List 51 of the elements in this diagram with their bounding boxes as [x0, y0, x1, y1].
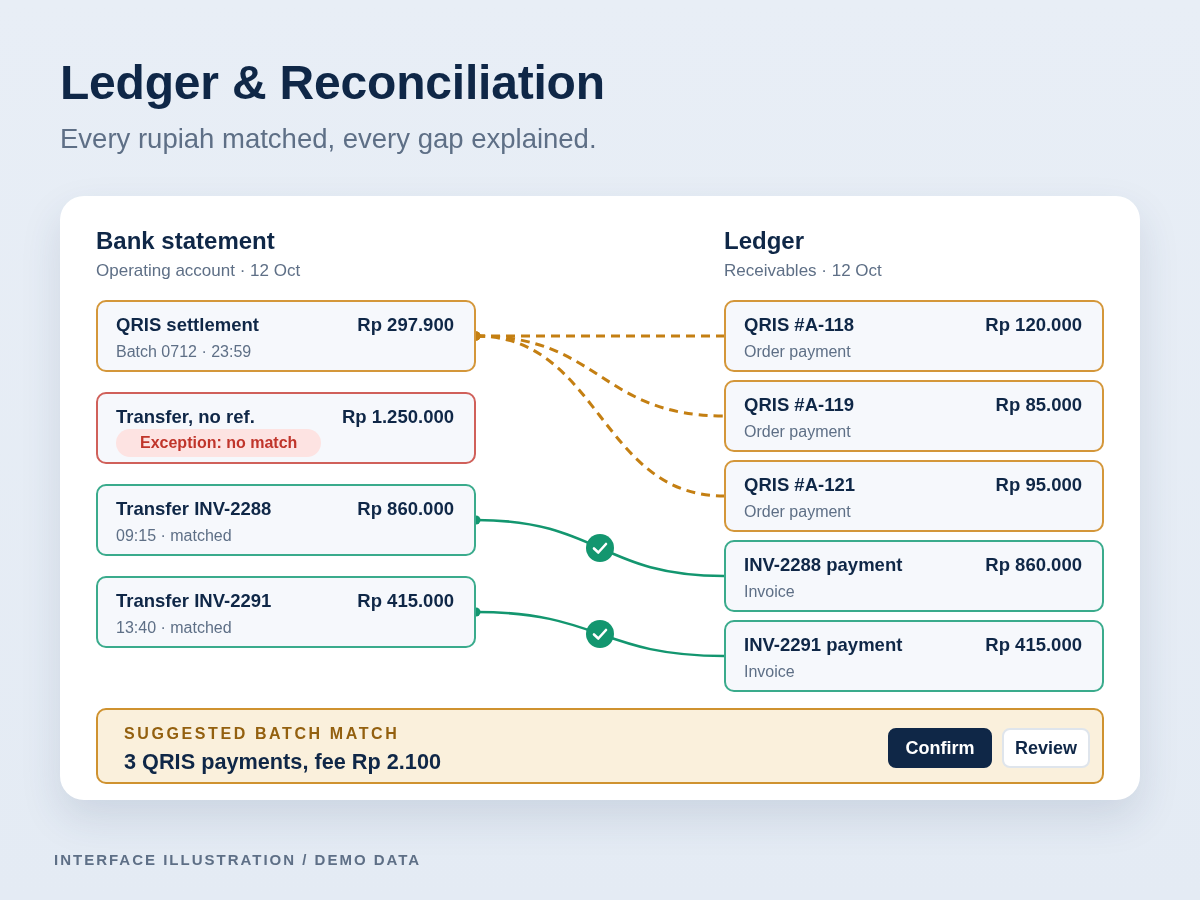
amount-text: Rp 860.000 [985, 554, 1082, 576]
card-title: QRIS #A-118 [744, 314, 855, 336]
transaction-card [724, 540, 1104, 612]
page-subtitle: Every rupiah matched, every gap explained. [60, 122, 597, 156]
dashed-connector [475, 331, 725, 498]
amount-text: Rp 415.000 [985, 634, 1082, 656]
card-title: QRIS #A-119 [744, 394, 855, 416]
card-title: Transfer, no ref. [116, 406, 255, 428]
column-subheading: Operating account · 12 Oct [96, 260, 301, 281]
review-button: Review [1002, 728, 1090, 768]
card-subtext: Order payment [744, 502, 851, 522]
card-title: INV-2288 payment [744, 554, 903, 576]
card-subtext: Invoice [744, 582, 795, 602]
confirm-button: Confirm [888, 728, 992, 768]
amount-text: Rp 860.000 [357, 498, 454, 520]
section-eyebrow: SUGGESTED BATCH MATCH [124, 724, 400, 744]
card-title: QRIS settlement [116, 314, 259, 336]
column-heading: Bank statement [96, 226, 275, 256]
card-title: INV-2291 payment [744, 634, 903, 656]
card-title: Transfer INV-2288 [116, 498, 272, 520]
amount-text: Rp 297.900 [357, 314, 454, 336]
transaction-card [724, 380, 1104, 452]
column-heading: Ledger [724, 226, 804, 256]
suggestion-panel [96, 708, 1104, 784]
transaction-card [96, 576, 476, 648]
transaction-card [724, 460, 1104, 532]
amount-text: Rp 415.000 [357, 590, 454, 612]
transaction-card [96, 484, 476, 556]
transaction-card [724, 620, 1104, 692]
exception-card [96, 392, 476, 464]
page-title: Ledger & Reconciliation [60, 55, 605, 111]
amount-text: Rp 1.250.000 [341, 406, 454, 428]
suggestion-text: 3 QRIS payments, fee Rp 2.100 [124, 749, 441, 775]
card-subtext: 09:15 · matched [116, 526, 232, 546]
card-subtext: Invoice [744, 662, 795, 682]
exception-badge: Exception: no match [116, 429, 322, 457]
amount-text: Rp 95.000 [995, 474, 1082, 496]
transaction-card [96, 300, 476, 372]
card-subtext: Order payment [744, 342, 851, 362]
card-subtext: Batch 0712 · 23:59 [116, 342, 252, 362]
column-subheading: Receivables · 12 Oct [724, 260, 882, 281]
card-title: QRIS #A-121 [744, 474, 856, 496]
footer-note: INTERFACE ILLUSTRATION / DEMO DATA [54, 851, 422, 869]
card-subtext: 13:40 · matched [116, 618, 232, 638]
amount-text: Rp 85.000 [995, 394, 1082, 416]
connector-line [475, 515, 725, 578]
amount-text: Rp 120.000 [985, 314, 1082, 336]
card-title: Transfer INV-2291 [116, 590, 272, 612]
connector-line [475, 607, 725, 658]
card-subtext: Order payment [744, 422, 851, 442]
transaction-card [724, 300, 1104, 372]
